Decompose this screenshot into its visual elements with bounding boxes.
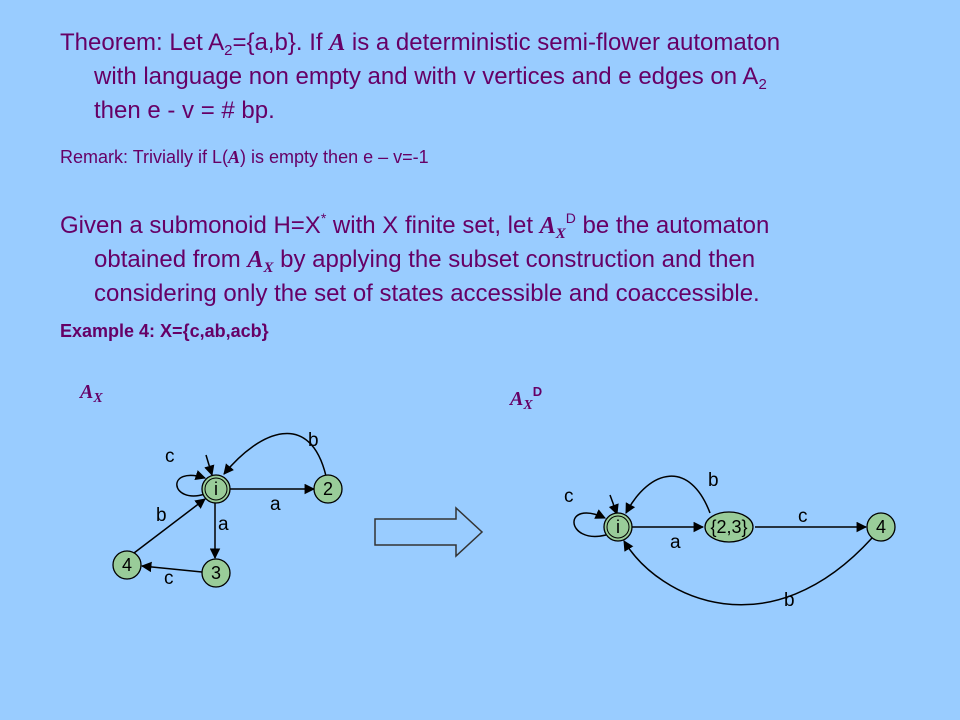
state-i-left: i [201, 474, 231, 504]
edge-label-4-to-i: b [156, 505, 167, 526]
edge-label-loop-c-right: c [564, 486, 574, 507]
automaton-symbol: A [539, 213, 556, 239]
example-heading: Example 4: X={c,ab,acb} [60, 321, 269, 341]
state-4-right: 4 [866, 512, 896, 542]
left-automaton-title: AX [78, 381, 103, 406]
svg-text:i: i [214, 479, 218, 499]
initial-arrow-right [608, 494, 619, 515]
edge-label-23-to-4: c [798, 506, 808, 527]
state-4-left: 4 [112, 550, 142, 580]
edge-2-to-i [223, 432, 327, 477]
theorem-label: Theorem [60, 29, 157, 56]
edge-label-loop-c: c [165, 446, 175, 467]
edge-label-i-to-3: a [218, 514, 229, 535]
edge-label-2-to-i: b [308, 430, 319, 451]
right-automaton-title: AXD [508, 384, 542, 413]
svg-text:3: 3 [211, 563, 221, 583]
theorem-text: Theorem: Let A2={a,b}. If A is a determi… [60, 29, 781, 124]
left-automaton: AX i 2 3 4 c a b a c b [78, 381, 343, 589]
automaton-symbol: A [247, 247, 264, 273]
remark-label: Remark [60, 147, 124, 167]
edge-label-i-to-2: a [270, 494, 281, 515]
state-3-left: 3 [201, 558, 231, 588]
state-23-right: {2,3} [704, 511, 754, 543]
initial-arrow-left [204, 454, 215, 477]
transform-arrow-icon [374, 506, 484, 558]
edge-label-23-to-i: b [708, 470, 719, 491]
edge-label-i-to-23: a [670, 532, 681, 553]
automaton-symbol: A [228, 147, 241, 167]
svg-text:4: 4 [122, 555, 132, 575]
edge-3-to-4 [140, 561, 203, 573]
automaton-symbol: A [329, 30, 346, 56]
edge-label-4-to-i-right: b [784, 590, 795, 611]
edge-loop-c-right [573, 509, 607, 538]
right-automaton: AXD i {2,3} 4 c a b c b [508, 384, 896, 611]
state-2-left: 2 [313, 474, 343, 504]
state-i-right: i [603, 512, 633, 542]
svg-text:4: 4 [876, 517, 886, 537]
edge-loop-c [176, 470, 206, 497]
definition-text: Given a submonoid H=X* with X finite set… [60, 210, 770, 307]
edge-4-to-i [133, 498, 206, 554]
svg-text:2: 2 [323, 479, 333, 499]
edge-23-to-i [625, 475, 711, 514]
edge-4-to-i-right [623, 537, 873, 606]
svg-text:i: i [616, 517, 620, 537]
svg-text:{2,3}: {2,3} [710, 517, 747, 537]
edge-label-3-to-4: c [164, 568, 174, 589]
remark-text: Remark: Trivially if L(A) is empty then … [60, 147, 429, 167]
